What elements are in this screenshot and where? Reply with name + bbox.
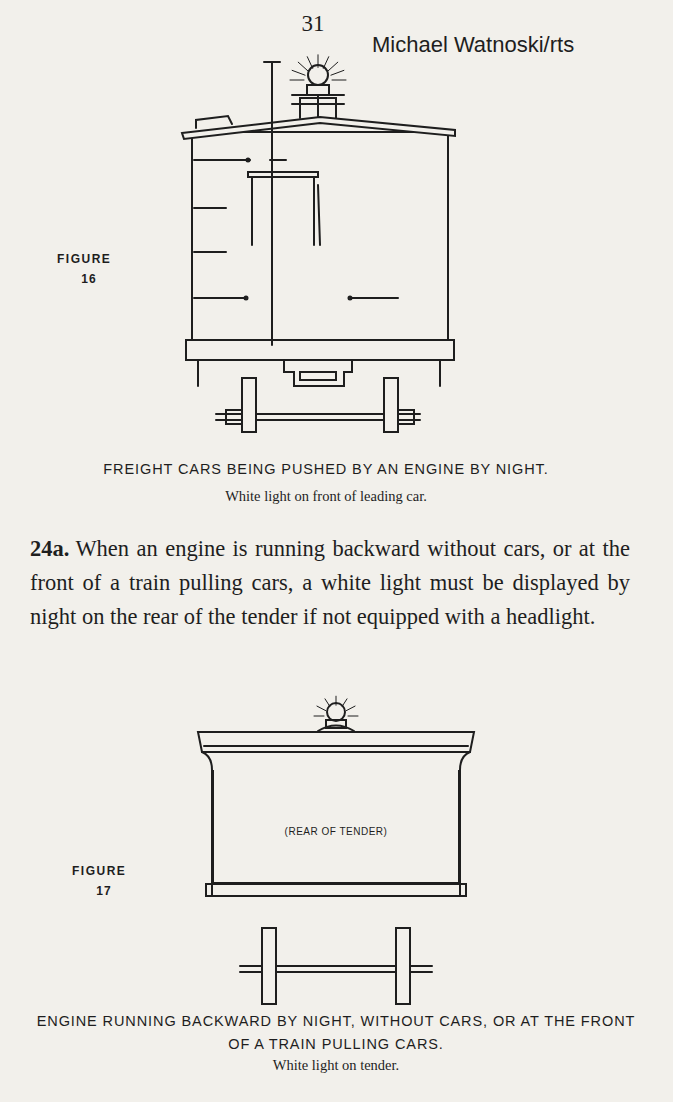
caption-note: White light on front of leading car. xyxy=(225,488,427,505)
rule-paragraph: 24a.When an engine is running backward w… xyxy=(30,532,630,634)
figure-caption: ENGINE RUNNING BACKWARD BY NIGHT, WITHOU… xyxy=(36,1010,636,1056)
tender-body: (REAR OF TENDER) xyxy=(212,770,460,884)
watermark: Michael Watnoski/rts xyxy=(372,32,574,58)
node-text: (REAR OF TENDER) xyxy=(285,826,388,837)
rule-number: 24a. xyxy=(30,536,69,561)
figure-label: FIGURE xyxy=(72,864,126,878)
figure-label: FIGURE xyxy=(57,252,111,266)
tender xyxy=(198,703,474,1004)
page-number: 31 xyxy=(302,10,325,38)
rule-text: When an engine is running backward witho… xyxy=(30,536,630,629)
caption-note: White light on tender. xyxy=(273,1057,399,1074)
figure-number: 16 xyxy=(81,272,96,286)
figure-number: 17 xyxy=(96,884,111,898)
figure-caption: FREIGHT CARS BEING PUSHED BY AN ENGINE B… xyxy=(103,461,548,478)
freight-car xyxy=(182,62,455,432)
